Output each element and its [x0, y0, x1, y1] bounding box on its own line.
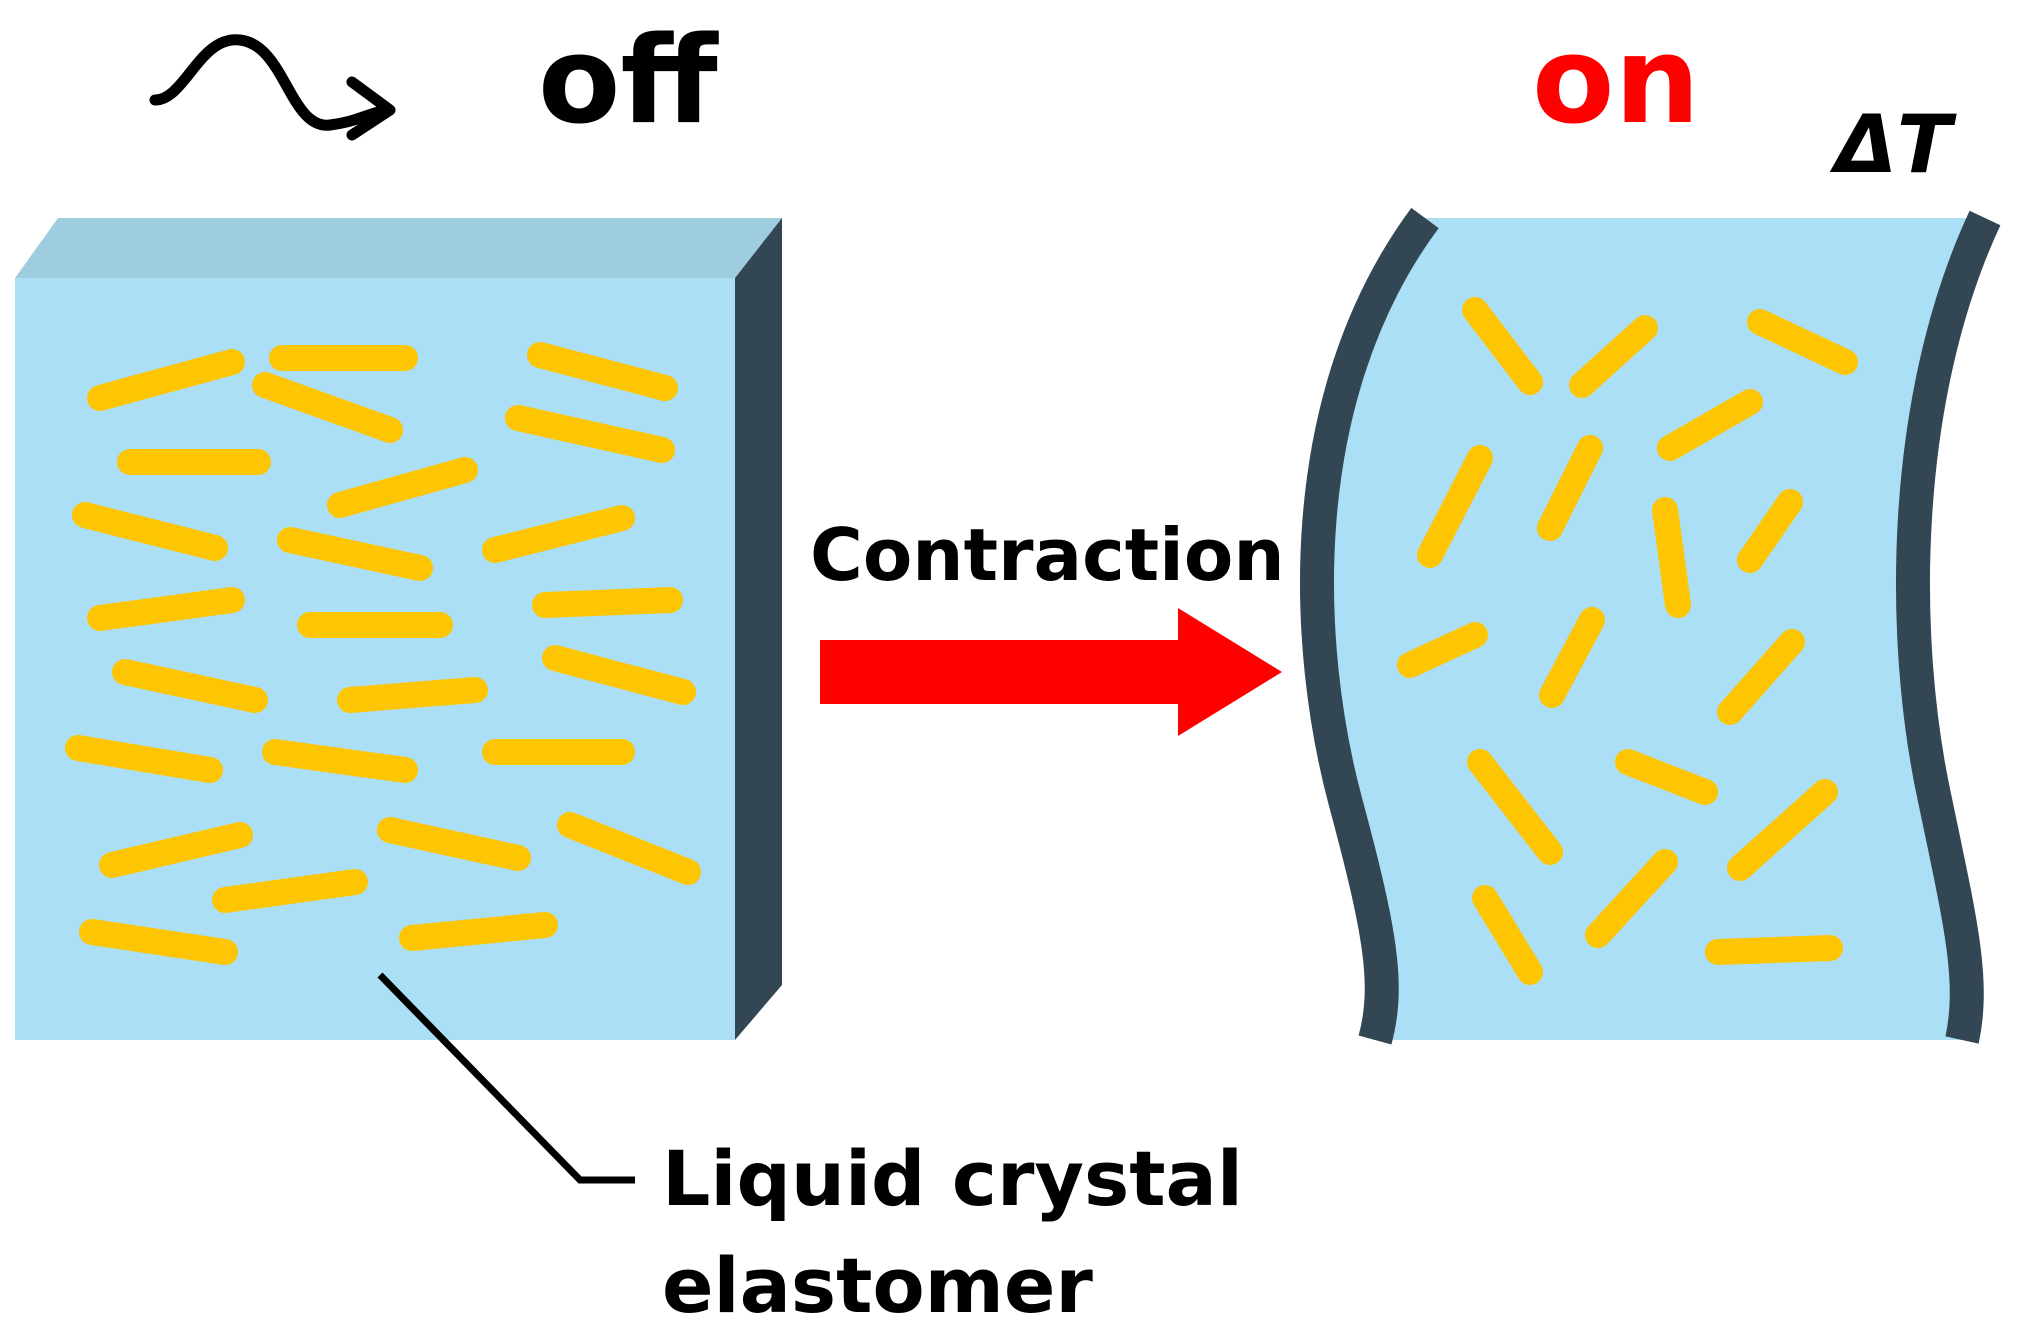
mesogen-rod — [542, 645, 696, 705]
mesogen-rod — [1727, 779, 1838, 881]
block-top-face — [15, 218, 782, 278]
delta-t-label: ΔT — [1829, 98, 1957, 191]
material-label-line1: Liquid crystal — [662, 1134, 1243, 1223]
contraction-label: Contraction — [810, 513, 1285, 597]
mesogen-rod — [1585, 849, 1678, 948]
mesogen-rod — [1652, 497, 1691, 618]
contracted-edge-left — [1300, 207, 1439, 1045]
mesogen-rod — [1747, 309, 1858, 375]
mesogen-rod — [532, 587, 683, 618]
mesogen-rod — [557, 812, 701, 885]
mesogen-rod — [1717, 629, 1805, 725]
mesogen-rod — [72, 502, 228, 561]
mesogen-rod — [1397, 622, 1488, 678]
mesogen-rod — [252, 372, 403, 443]
mesogen-rod — [337, 677, 488, 713]
wave-arrow-icon — [149, 34, 396, 141]
mesogen-rod — [87, 349, 245, 411]
mesogen-rod — [1615, 749, 1718, 805]
mesogen-rod — [1737, 489, 1803, 573]
material-label-line2: elastomer — [662, 1241, 1093, 1327]
mesogen-rod — [527, 342, 678, 401]
mesogen-rod — [505, 405, 675, 463]
mesogen-rod — [327, 457, 478, 518]
mesogen-rod — [277, 527, 433, 581]
contraction-arrow — [820, 608, 1282, 736]
elastomer-block-off — [15, 218, 782, 1040]
mesogen-rod — [399, 912, 558, 951]
mesogen-rod — [1467, 749, 1563, 865]
mesogen-rod — [1462, 297, 1543, 395]
mesogen-rod — [87, 587, 245, 631]
mesogen-rod — [482, 505, 635, 563]
block-front-face — [15, 278, 735, 1040]
mesogen-rod — [1569, 315, 1658, 398]
on-label: on — [1532, 12, 1700, 151]
mesogen-rod — [1539, 607, 1605, 708]
mesogen-rod — [1657, 389, 1763, 461]
mesogen-rod — [65, 735, 223, 783]
mesogen-rod — [262, 739, 418, 783]
elastomer-block-on — [1300, 207, 2001, 1045]
mesogen-rod — [79, 919, 238, 965]
mesogen-rod — [1417, 445, 1493, 568]
aligned-mesogens — [65, 342, 701, 965]
off-label: off — [538, 12, 719, 151]
mesogen-rod — [1472, 885, 1543, 985]
mesogen-rod — [112, 659, 268, 713]
mesogen-rod — [1537, 435, 1603, 541]
mesogen-rod — [377, 817, 531, 871]
mesogen-rod — [1705, 935, 1843, 965]
mesogen-rod — [99, 822, 253, 878]
material-leader-line — [377, 972, 635, 1184]
contracted-edge-right — [1896, 210, 2001, 1044]
disordered-mesogens — [1397, 297, 1858, 985]
mesogen-rod — [212, 869, 368, 913]
block-side-face — [735, 218, 782, 1040]
contracted-block-body — [1317, 218, 1985, 1040]
